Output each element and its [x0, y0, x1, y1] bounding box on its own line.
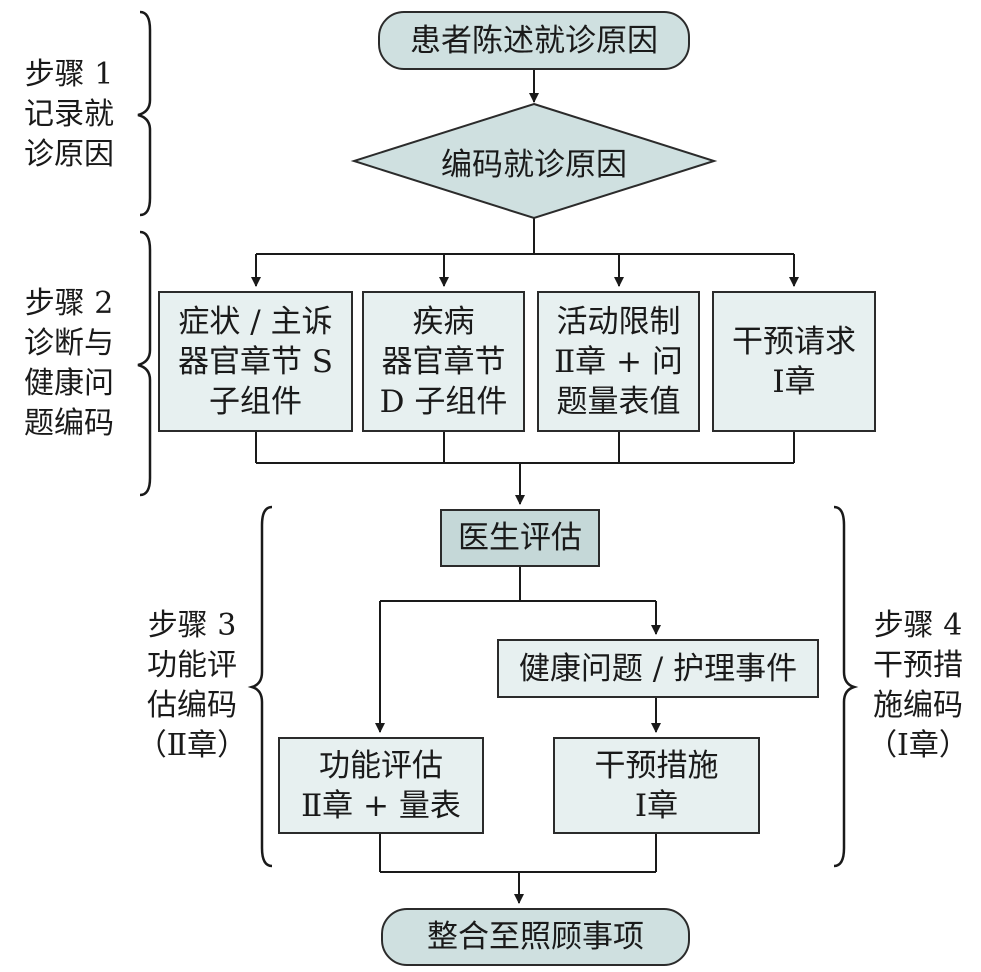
step4-label: 步骤 4 干预措 施编码 （Ⅰ章） [867, 608, 969, 763]
function-eval-node: 功能评估 Ⅱ章 + 量表 [278, 737, 484, 834]
doctor-eval-node: 医生评估 [440, 509, 600, 567]
step3-label: 步骤 3 功能评 估编码 （Ⅱ章） [136, 608, 248, 763]
decision-diamond-shape [350, 102, 718, 220]
step2-bracket [137, 230, 152, 497]
end-node: 整合至照顾事项 [381, 908, 690, 966]
intervention-measure-node: 干预措施 Ⅰ章 [553, 737, 760, 834]
step4-bracket [833, 505, 859, 868]
activity-node: 活动限制 Ⅱ章 + 问 题量表值 [537, 291, 700, 432]
health-problem-node: 健康问题 / 护理事件 [497, 639, 819, 698]
decision-node: 编码就诊原因 [441, 146, 627, 183]
step1-bracket [137, 10, 152, 217]
disease-node: 疾病 器官章节 D 子组件 [362, 291, 525, 432]
step1-label: 步骤 1 记录就 诊原因 [24, 57, 114, 172]
symptom-node: 症状 / 主诉 器官章节 S 子组件 [158, 291, 353, 432]
intervention-request-node: 干预请求 Ⅰ章 [712, 291, 876, 432]
step2-label: 步骤 2 诊断与 健康问 题编码 [24, 286, 114, 441]
step3-bracket [247, 505, 273, 868]
start-node: 患者陈述就诊原因 [378, 11, 690, 70]
